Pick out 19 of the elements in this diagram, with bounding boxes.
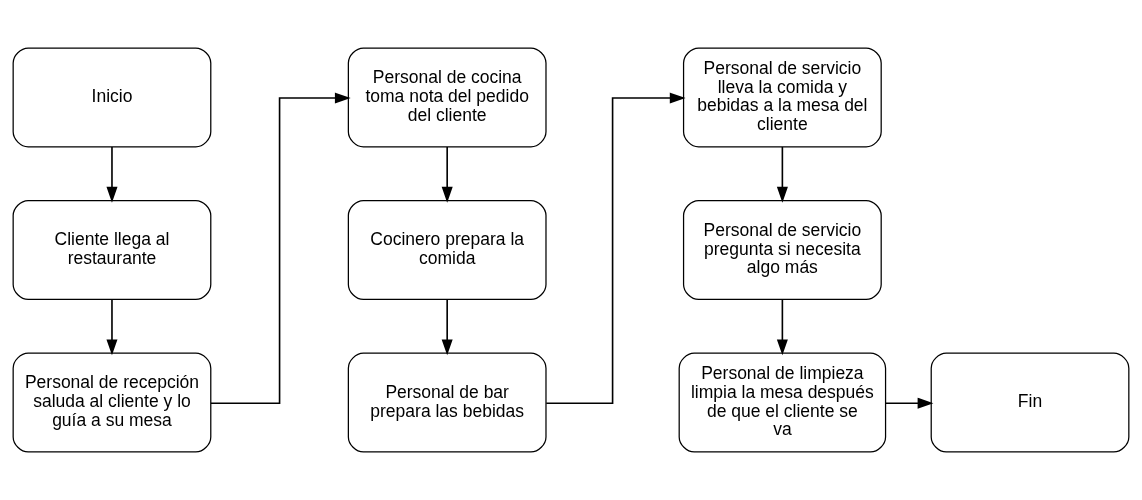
arrow [210, 92, 351, 405]
arrow [441, 146, 453, 203]
arrow [776, 146, 788, 203]
node-box: Fin [930, 352, 1130, 453]
node-box: Personal de recepción saluda al cliente y lo guía a su mesa [12, 352, 212, 453]
node-box: Personal de cocina toma nota del pedido del cliente [347, 47, 547, 148]
arrow [441, 298, 453, 356]
node-box: Personal de servicio pregunta si necesita algo más [682, 199, 882, 301]
arrow [776, 298, 788, 356]
node-box: Cocinero prepara la comida [347, 199, 547, 301]
arrow [106, 298, 118, 356]
arrow [884, 397, 934, 409]
arrow [545, 92, 686, 405]
node-box: Inicio [12, 47, 212, 148]
node-box: Personal de servicio lleva la comida y bebidas a la mesa del cliente [682, 47, 882, 148]
node-box: Cliente llega al restaurante [12, 199, 212, 301]
node-box: Personal de limpieza limpia la mesa después de que el cliente se va [678, 352, 887, 453]
node-box: Personal de bar prepara las bebidas [347, 352, 547, 453]
arrow [106, 146, 118, 203]
